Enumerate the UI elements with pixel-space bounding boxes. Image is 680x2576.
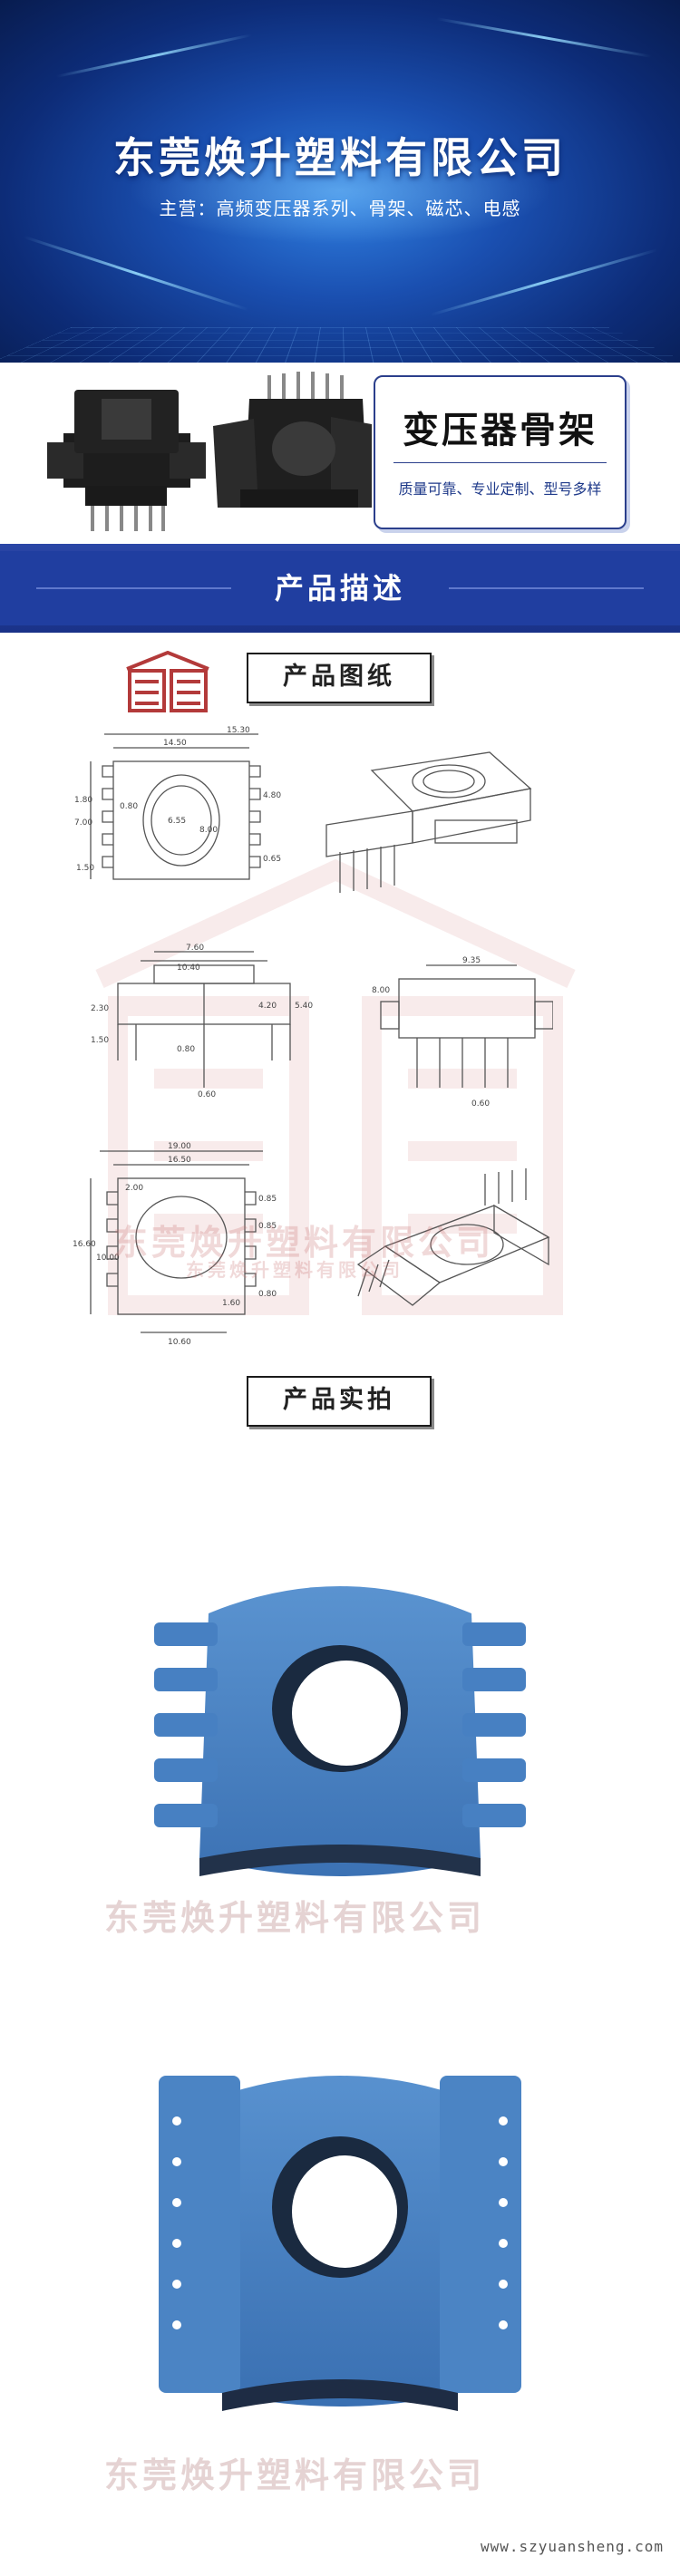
drawing-end-view: 9.35 8.00 0.60 [372,952,553,1115]
product-features: 质量可靠、专业定制、型号多样 [398,480,602,498]
product-name: 变压器骨架 [403,410,597,451]
section-title: 产品描述 [231,566,449,611]
product-tag-box: 变压器骨架 质量可靠、专业定制、型号多样 [374,375,627,529]
dim-label: 19.00 [168,1142,191,1151]
dim-label: 6.55 [168,817,186,826]
subhead-photo: 产品实拍 [247,1376,432,1427]
drawing-side-view: 7.60 10.40 2.30 1.50 0.80 0.60 4.20 5.40 [91,943,317,1115]
dim-label: 9.35 [462,956,481,965]
dim-label: 0.80 [258,1290,277,1299]
product-image-angle [213,372,372,508]
dim-label: 16.50 [168,1156,191,1165]
dim-label: 7.60 [186,944,204,953]
dim-label: 4.80 [263,791,281,800]
product-intro: 变压器骨架 质量可靠、专业定制、型号多样 [0,363,680,544]
dim-label: 15.30 [227,726,250,735]
dim-label: 1.50 [91,1036,109,1045]
dim-label: 0.85 [258,1222,277,1231]
product-photo-2 [159,2076,521,2411]
drawing-iso-view-2 [349,1165,567,1328]
product-photo-1 [154,1586,526,1876]
dim-label: 1.50 [76,864,94,873]
dim-label: 10.60 [168,1338,191,1346]
dim-label: 2.00 [125,1184,143,1193]
dim-label: 0.85 [258,1195,277,1204]
watermark-text: 东莞焕升塑料有限公司 [104,2455,486,2495]
dim-label: 10.40 [177,964,200,973]
dim-label: 5.40 [295,1002,313,1011]
dim-label: 0.60 [471,1099,490,1109]
dim-label: 7.00 [74,818,92,828]
banner-streak [56,34,252,78]
site-url-link[interactable]: www.szyuansheng.com [480,2538,664,2555]
watermark-text-small: 东莞焕升塑料有限公司 [186,1259,403,1281]
business-scope: 主营：高频变压器系列、骨架、磁芯、电感 [159,198,521,219]
dim-label: 16.60 [73,1240,96,1249]
watermark-text: 东莞焕升塑料有限公司 [104,1898,486,1938]
brand-logo-icon [126,651,209,712]
banner-glow [127,136,553,245]
dim-label: 8.00 [199,826,218,835]
banner-streak [430,248,658,316]
tag-divider [393,462,607,463]
drawing-bottom-view: 19.00 16.50 16.60 10.00 2.00 0.85 0.85 1… [73,1138,308,1346]
dim-label: 1.80 [74,796,92,805]
section-header: 产品描述 [0,544,680,633]
dim-label: 14.50 [163,739,187,748]
drawing-top-view: 14.50 15.30 1.80 7.00 0.80 6.55 8.00 1.5… [73,725,299,906]
dim-label: 0.80 [177,1045,195,1054]
dim-label: 10.00 [96,1254,120,1263]
dim-label: 1.60 [222,1299,240,1308]
hero-banner: 东莞焕升塑料有限公司 主营：高频变压器系列、骨架、磁芯、电感 [0,0,680,363]
subhead-drawing: 产品图纸 [247,653,432,703]
dim-label: 4.20 [258,1002,277,1011]
dim-label: 0.80 [120,802,138,811]
watermark-text: 东莞焕升塑料有限公司 [113,1223,495,1263]
dim-label: 0.65 [263,855,281,864]
product-image-front [47,390,206,531]
dim-label: 2.30 [91,1004,109,1013]
banner-streak [436,17,652,58]
drawing-iso-view-1 [317,743,544,906]
dim-label: 0.60 [198,1090,216,1099]
company-title: 东莞焕升塑料有限公司 [113,133,567,182]
dim-label: 8.00 [372,986,390,995]
banner-streak [23,235,249,312]
banner-grid [0,327,680,363]
